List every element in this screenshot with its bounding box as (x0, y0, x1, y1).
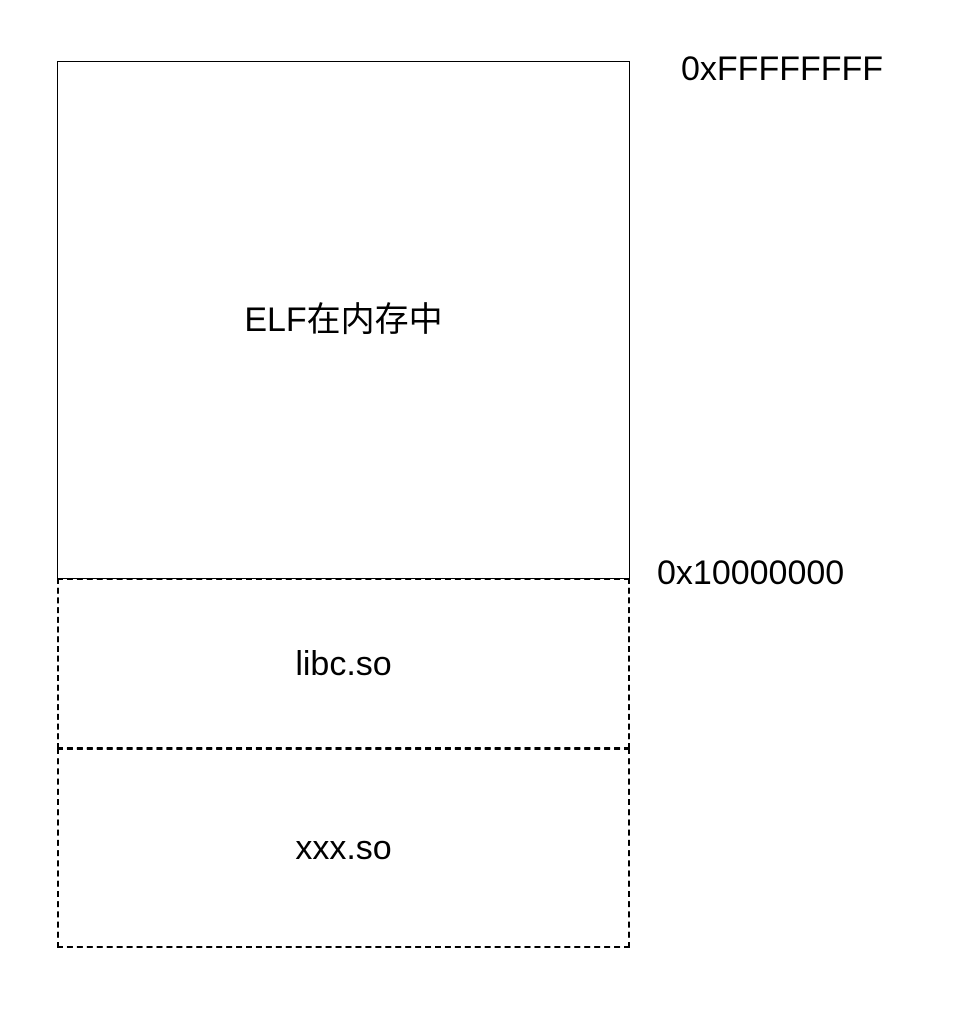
libc-so-label: libc.so (295, 644, 392, 683)
top-address-label: 0xFFFFFFFF (681, 50, 884, 88)
xxx-so-label: xxx.so (295, 829, 392, 867)
elf-in-memory-block: ELF在内存中 (57, 61, 630, 579)
libc-so-block: libc.so (57, 578, 630, 749)
elf-in-memory-label: ELF在内存中 (244, 301, 443, 339)
boundary-address-label: 0x10000000 (657, 554, 845, 592)
xxx-so-block: xxx.so (57, 748, 630, 948)
